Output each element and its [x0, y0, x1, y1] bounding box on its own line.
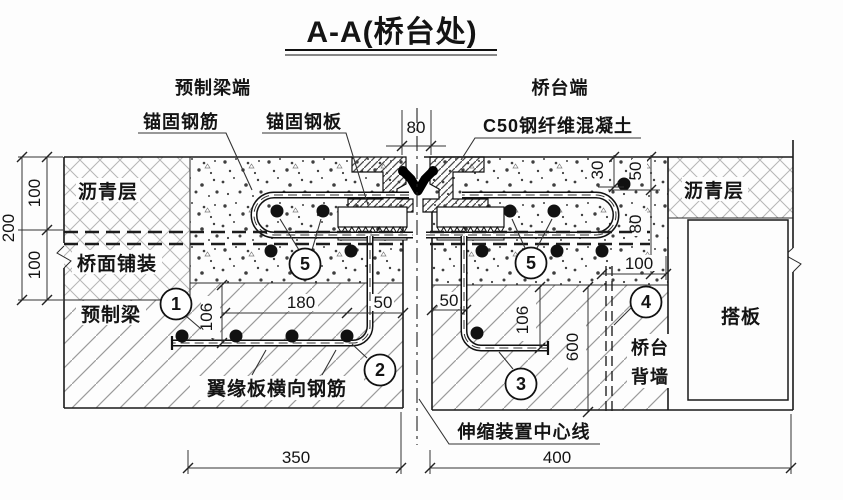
- right-border-break: [784, 247, 802, 273]
- label-precast-beam-end: 预制梁端: [175, 77, 251, 98]
- callout-3-number: 3: [516, 374, 526, 394]
- label-anchor-rebar: 锚固钢筋: [143, 111, 219, 132]
- dim-left-50: 50: [374, 293, 393, 312]
- callout-2: 2: [363, 353, 397, 387]
- dim-gap-80: 80: [407, 118, 426, 137]
- label-expansion-centerline: 伸缩装置中心线: [457, 421, 591, 442]
- dim-left-200: 200: [0, 214, 18, 242]
- callout-4: 4: [629, 285, 663, 319]
- anchor-plate-leader: [262, 132, 369, 206]
- label-precast-beam: 预制梁: [81, 303, 141, 326]
- text-labels: 预制梁端 桥台端 锚固钢筋 锚固钢板 C50钢纤维混凝土 沥青层 桥面铺装 预制…: [72, 77, 761, 442]
- callout-4-number: 4: [641, 292, 651, 312]
- label-bg: [682, 177, 748, 201]
- rebar-group: [64, 195, 650, 412]
- dim-bg: [632, 211, 647, 236]
- label-anchor-plate: 锚固钢板: [266, 111, 342, 132]
- label-backwall-line1: 桥台: [631, 337, 669, 358]
- label-deck-pavement: 桥面铺装: [77, 252, 157, 275]
- drawing-title: A-A(桥台处): [306, 15, 477, 49]
- dim-bg: [568, 325, 586, 369]
- dim-bg: [632, 159, 647, 182]
- callout3-leader: [498, 351, 514, 370]
- flange-rebar-leaders: [251, 349, 337, 376]
- label-asphalt-right: 沥青层: [684, 180, 744, 202]
- c50-leader: [460, 137, 641, 161]
- dim-bg: [201, 296, 220, 338]
- label-bg: [76, 178, 140, 202]
- centerline-leader: [418, 398, 600, 445]
- callout5-left-leaders: [279, 218, 322, 251]
- dim-right-600: 600: [563, 333, 582, 361]
- dim-right-bottom-50: 50: [440, 291, 459, 310]
- callout2-leader: [351, 343, 368, 359]
- label-bg: [190, 376, 364, 400]
- dim-right-30: 30: [588, 161, 607, 180]
- dim-right-80: 80: [626, 215, 645, 234]
- structural-edges: [56, 140, 802, 411]
- pavement-interface-dashes-left: [64, 230, 403, 246]
- label-flange-rebar: 翼缘板横向钢筋: [206, 377, 347, 400]
- dim-bg: [284, 294, 318, 311]
- callout-5-left-number: 5: [300, 254, 310, 274]
- callout-2-number: 2: [375, 360, 385, 380]
- dim-bg: [518, 299, 536, 341]
- label-bg: [72, 250, 162, 274]
- dimension-lines: [16, 110, 797, 474]
- dim-left-180: 180: [287, 293, 315, 312]
- label-asphalt-left: 沥青层: [78, 181, 138, 203]
- anchor-plate-right: [436, 206, 505, 228]
- callout-1: 1: [159, 287, 193, 321]
- dim-bottom-400: 400: [543, 448, 571, 467]
- label-backwall-line2: 背墙: [631, 366, 669, 387]
- dim-left-100-bot: 100: [25, 251, 44, 279]
- dimension-texts: 80 200 100 100 30 50 80 100 106 180 50 5…: [0, 118, 657, 467]
- label-bg: [76, 301, 146, 325]
- callout-5-left: 5: [288, 247, 322, 281]
- dim-left-100-top: 100: [25, 179, 44, 207]
- callout-3: 3: [504, 367, 538, 401]
- rubber-seal: [398, 166, 438, 196]
- anchor-plate-right-serration: [436, 225, 505, 235]
- callout-1-number: 1: [171, 294, 181, 314]
- callout-5-right-number: 5: [526, 253, 536, 273]
- label-bg: [627, 334, 673, 388]
- dim-bottom-350: 350: [282, 448, 310, 467]
- pavement-interface-dashes-right: [430, 230, 650, 246]
- label-abutment-end: 桥台端: [532, 77, 589, 98]
- seal-end-left: [398, 166, 408, 176]
- label-approach-slab: 搭板: [721, 305, 761, 328]
- leader-lines: [138, 132, 641, 445]
- drawing-title-block: A-A(桥台处): [285, 15, 497, 56]
- joint-steel-profile-right: [422, 156, 489, 213]
- anchor-rebar-leader: [138, 132, 253, 191]
- dim-left-106: 106: [197, 303, 216, 331]
- callout-5-right: 5: [514, 246, 548, 280]
- label-c50-concrete: C50钢纤维混凝土: [483, 115, 633, 136]
- dim-right-100: 100: [625, 254, 653, 273]
- dim-bg: [372, 294, 394, 311]
- approach-slab-box: [687, 219, 789, 401]
- dim-bg: [593, 158, 609, 181]
- backwall-rebar-dashes: [605, 266, 613, 412]
- callout4-leader: [613, 307, 632, 326]
- dim-right-50: 50: [626, 162, 645, 181]
- anchor-plate-left: [337, 206, 408, 228]
- left-border-break: [56, 245, 72, 269]
- rebar-section-dots: [175, 177, 631, 343]
- seal-end-right: [428, 166, 438, 176]
- dim-right-106: 106: [513, 306, 532, 334]
- callout5-right-leaders: [511, 218, 553, 249]
- dim-bg: [438, 292, 460, 309]
- dim-bg: [621, 255, 657, 271]
